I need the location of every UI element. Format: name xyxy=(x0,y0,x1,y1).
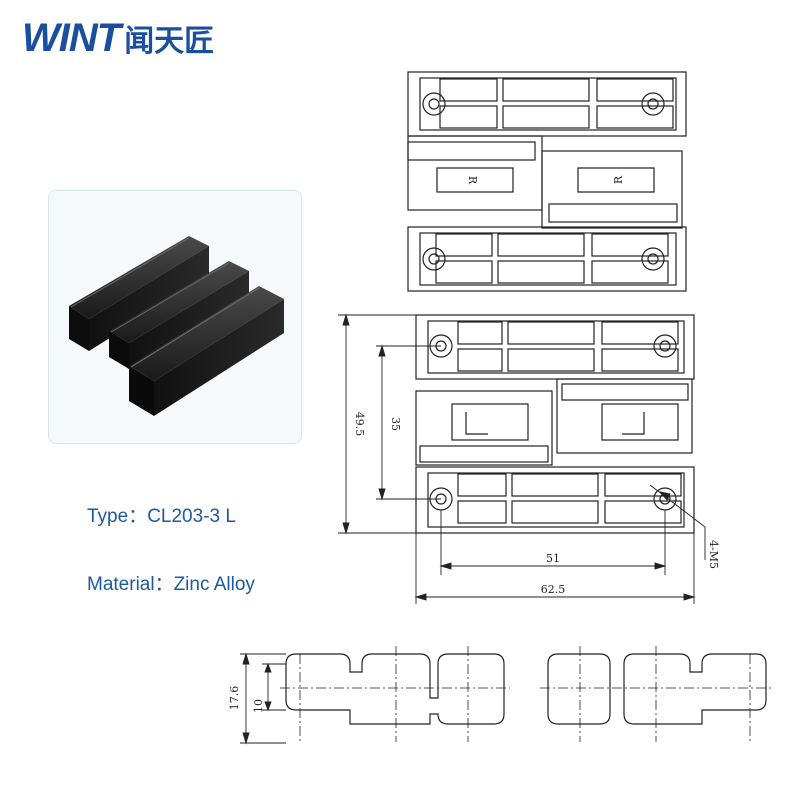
material-label: Material： xyxy=(87,574,174,595)
dim-side-height-inner: 10 xyxy=(252,699,265,713)
dimension-lines xyxy=(338,313,706,604)
type-spec: Type：CL203-3 L xyxy=(87,501,236,528)
product-photo-card xyxy=(48,190,302,444)
side-view-left xyxy=(280,646,510,742)
brand-logo: WINT 闻天匠 xyxy=(22,14,214,62)
mark-r-right: R xyxy=(612,175,625,184)
dim-width-total: 62.5 xyxy=(541,583,566,596)
logo-latin: WINT xyxy=(22,15,121,60)
dim-height-total: 49.5 xyxy=(353,412,366,437)
dim-hole-spacing: 51 xyxy=(546,552,560,565)
logo-chinese: 闻天匠 xyxy=(124,24,215,59)
material-value: Zinc Alloy xyxy=(173,574,255,595)
side-dimension-lines xyxy=(240,652,286,745)
dim-holes: 4-M5 xyxy=(707,540,720,569)
mark-r-left: R xyxy=(466,176,479,185)
dim-height-holes: 35 xyxy=(389,417,402,431)
dim-side-height-total: 17.6 xyxy=(228,686,241,711)
type-value: CL203-3 L xyxy=(147,506,236,527)
product-photo xyxy=(69,236,284,416)
side-view-right xyxy=(540,646,772,742)
top-view-l xyxy=(415,314,695,534)
type-label: Type： xyxy=(87,506,148,527)
material-spec: Material：Zinc Alloy xyxy=(87,569,255,596)
top-view-r xyxy=(407,71,687,292)
